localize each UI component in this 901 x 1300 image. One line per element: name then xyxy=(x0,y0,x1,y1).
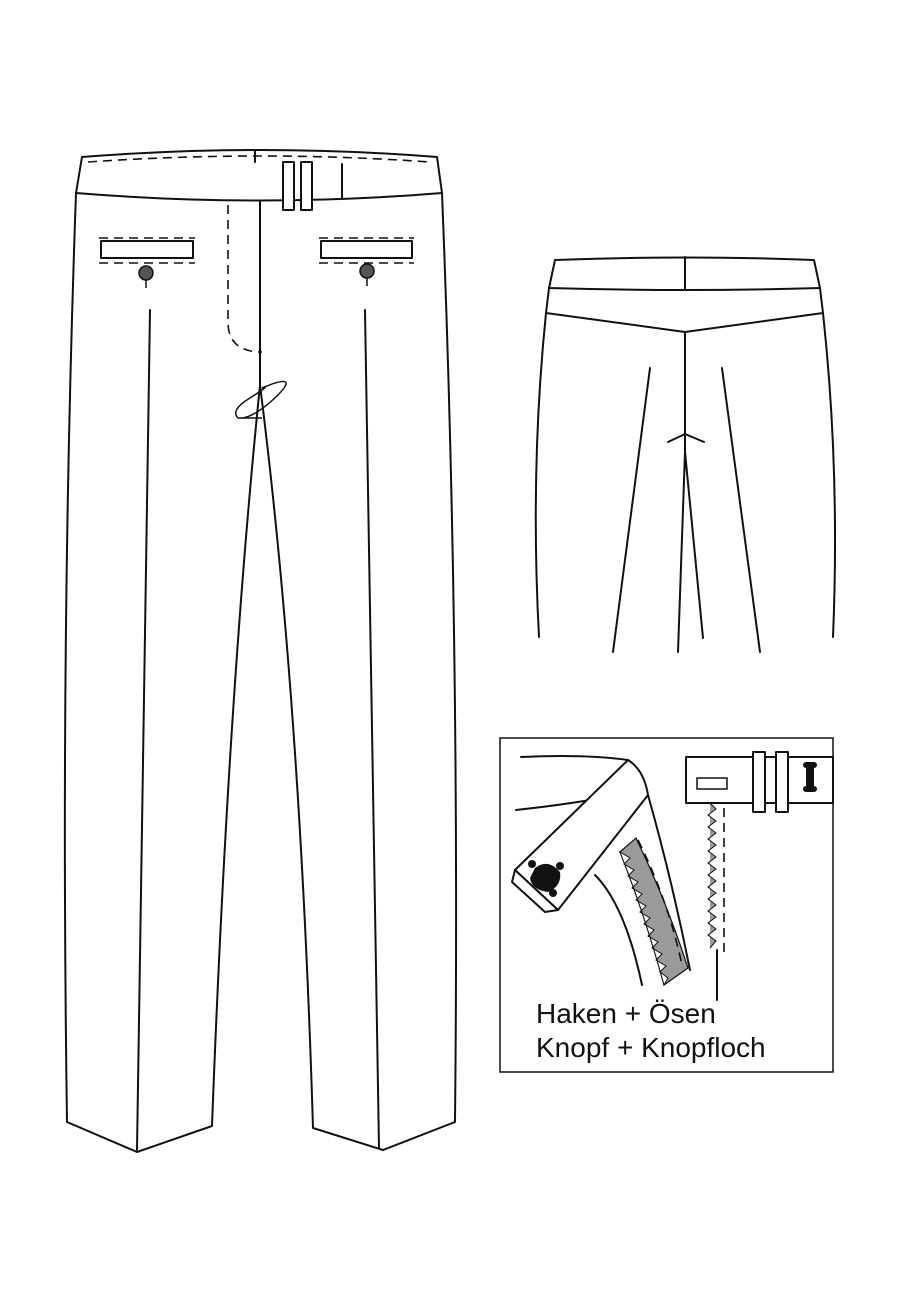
front-waistband xyxy=(75,149,443,202)
closure-detail-box xyxy=(499,737,834,1073)
back-crease-right xyxy=(721,367,761,653)
front-belt-loop-left xyxy=(282,161,295,211)
welt-pocket-left xyxy=(99,237,195,264)
caption-hooks-eyes: Haken + Ösen xyxy=(536,998,716,1029)
zipper-teeth xyxy=(618,850,669,987)
front-view xyxy=(63,149,458,1153)
button-icon xyxy=(803,762,817,792)
crotch-bartack xyxy=(235,380,287,419)
front-belt-loop-right xyxy=(300,161,313,211)
back-view xyxy=(534,256,837,653)
front-crease-right xyxy=(364,309,380,1149)
back-yoke xyxy=(545,287,824,333)
fly-stitching xyxy=(227,205,263,353)
buttonhole xyxy=(696,777,728,790)
front-crease-left xyxy=(136,309,151,1151)
hook-icon xyxy=(528,860,564,897)
welt-pocket-right xyxy=(319,237,414,264)
button-icon xyxy=(359,263,375,279)
button-icon xyxy=(138,265,154,281)
zipper-teeth-closed xyxy=(707,802,717,949)
back-crease-left xyxy=(612,367,651,653)
caption-button-buttonhole: Knopf + Knopfloch xyxy=(536,1032,766,1063)
